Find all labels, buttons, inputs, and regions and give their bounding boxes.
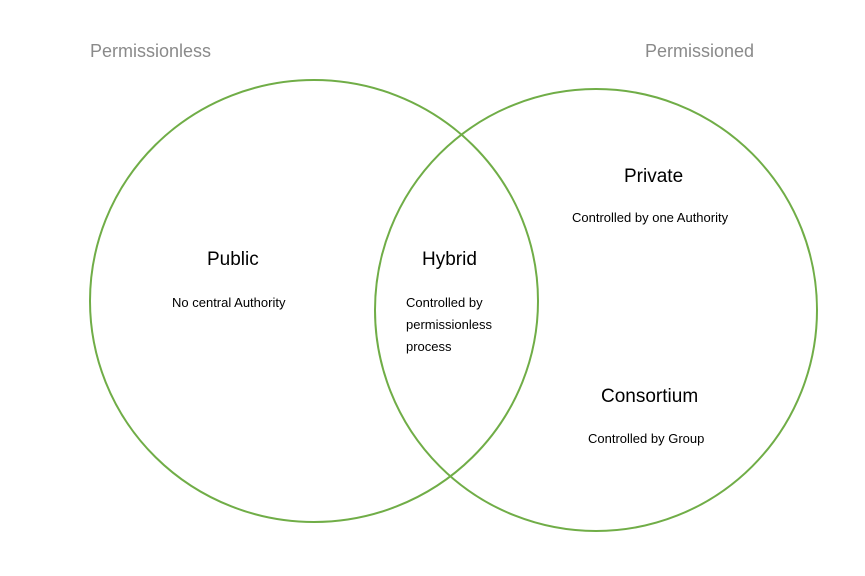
consortium-title: Consortium xyxy=(601,386,699,407)
hybrid-description: Controlled by permissionless process xyxy=(406,295,492,354)
consortium-description: Controlled by Group xyxy=(588,431,705,446)
private-title: Private xyxy=(624,166,684,187)
hybrid-title: Hybrid xyxy=(422,249,477,270)
private-description: Controlled by one Authority xyxy=(572,210,729,225)
permissioned-circle xyxy=(374,88,818,532)
public-description: No central Authority xyxy=(172,295,286,310)
permissionless-circle xyxy=(89,79,539,523)
public-title: Public xyxy=(207,249,259,270)
permissioned-label: Permissioned xyxy=(645,41,755,61)
permissionless-label: Permissionless xyxy=(90,41,212,61)
